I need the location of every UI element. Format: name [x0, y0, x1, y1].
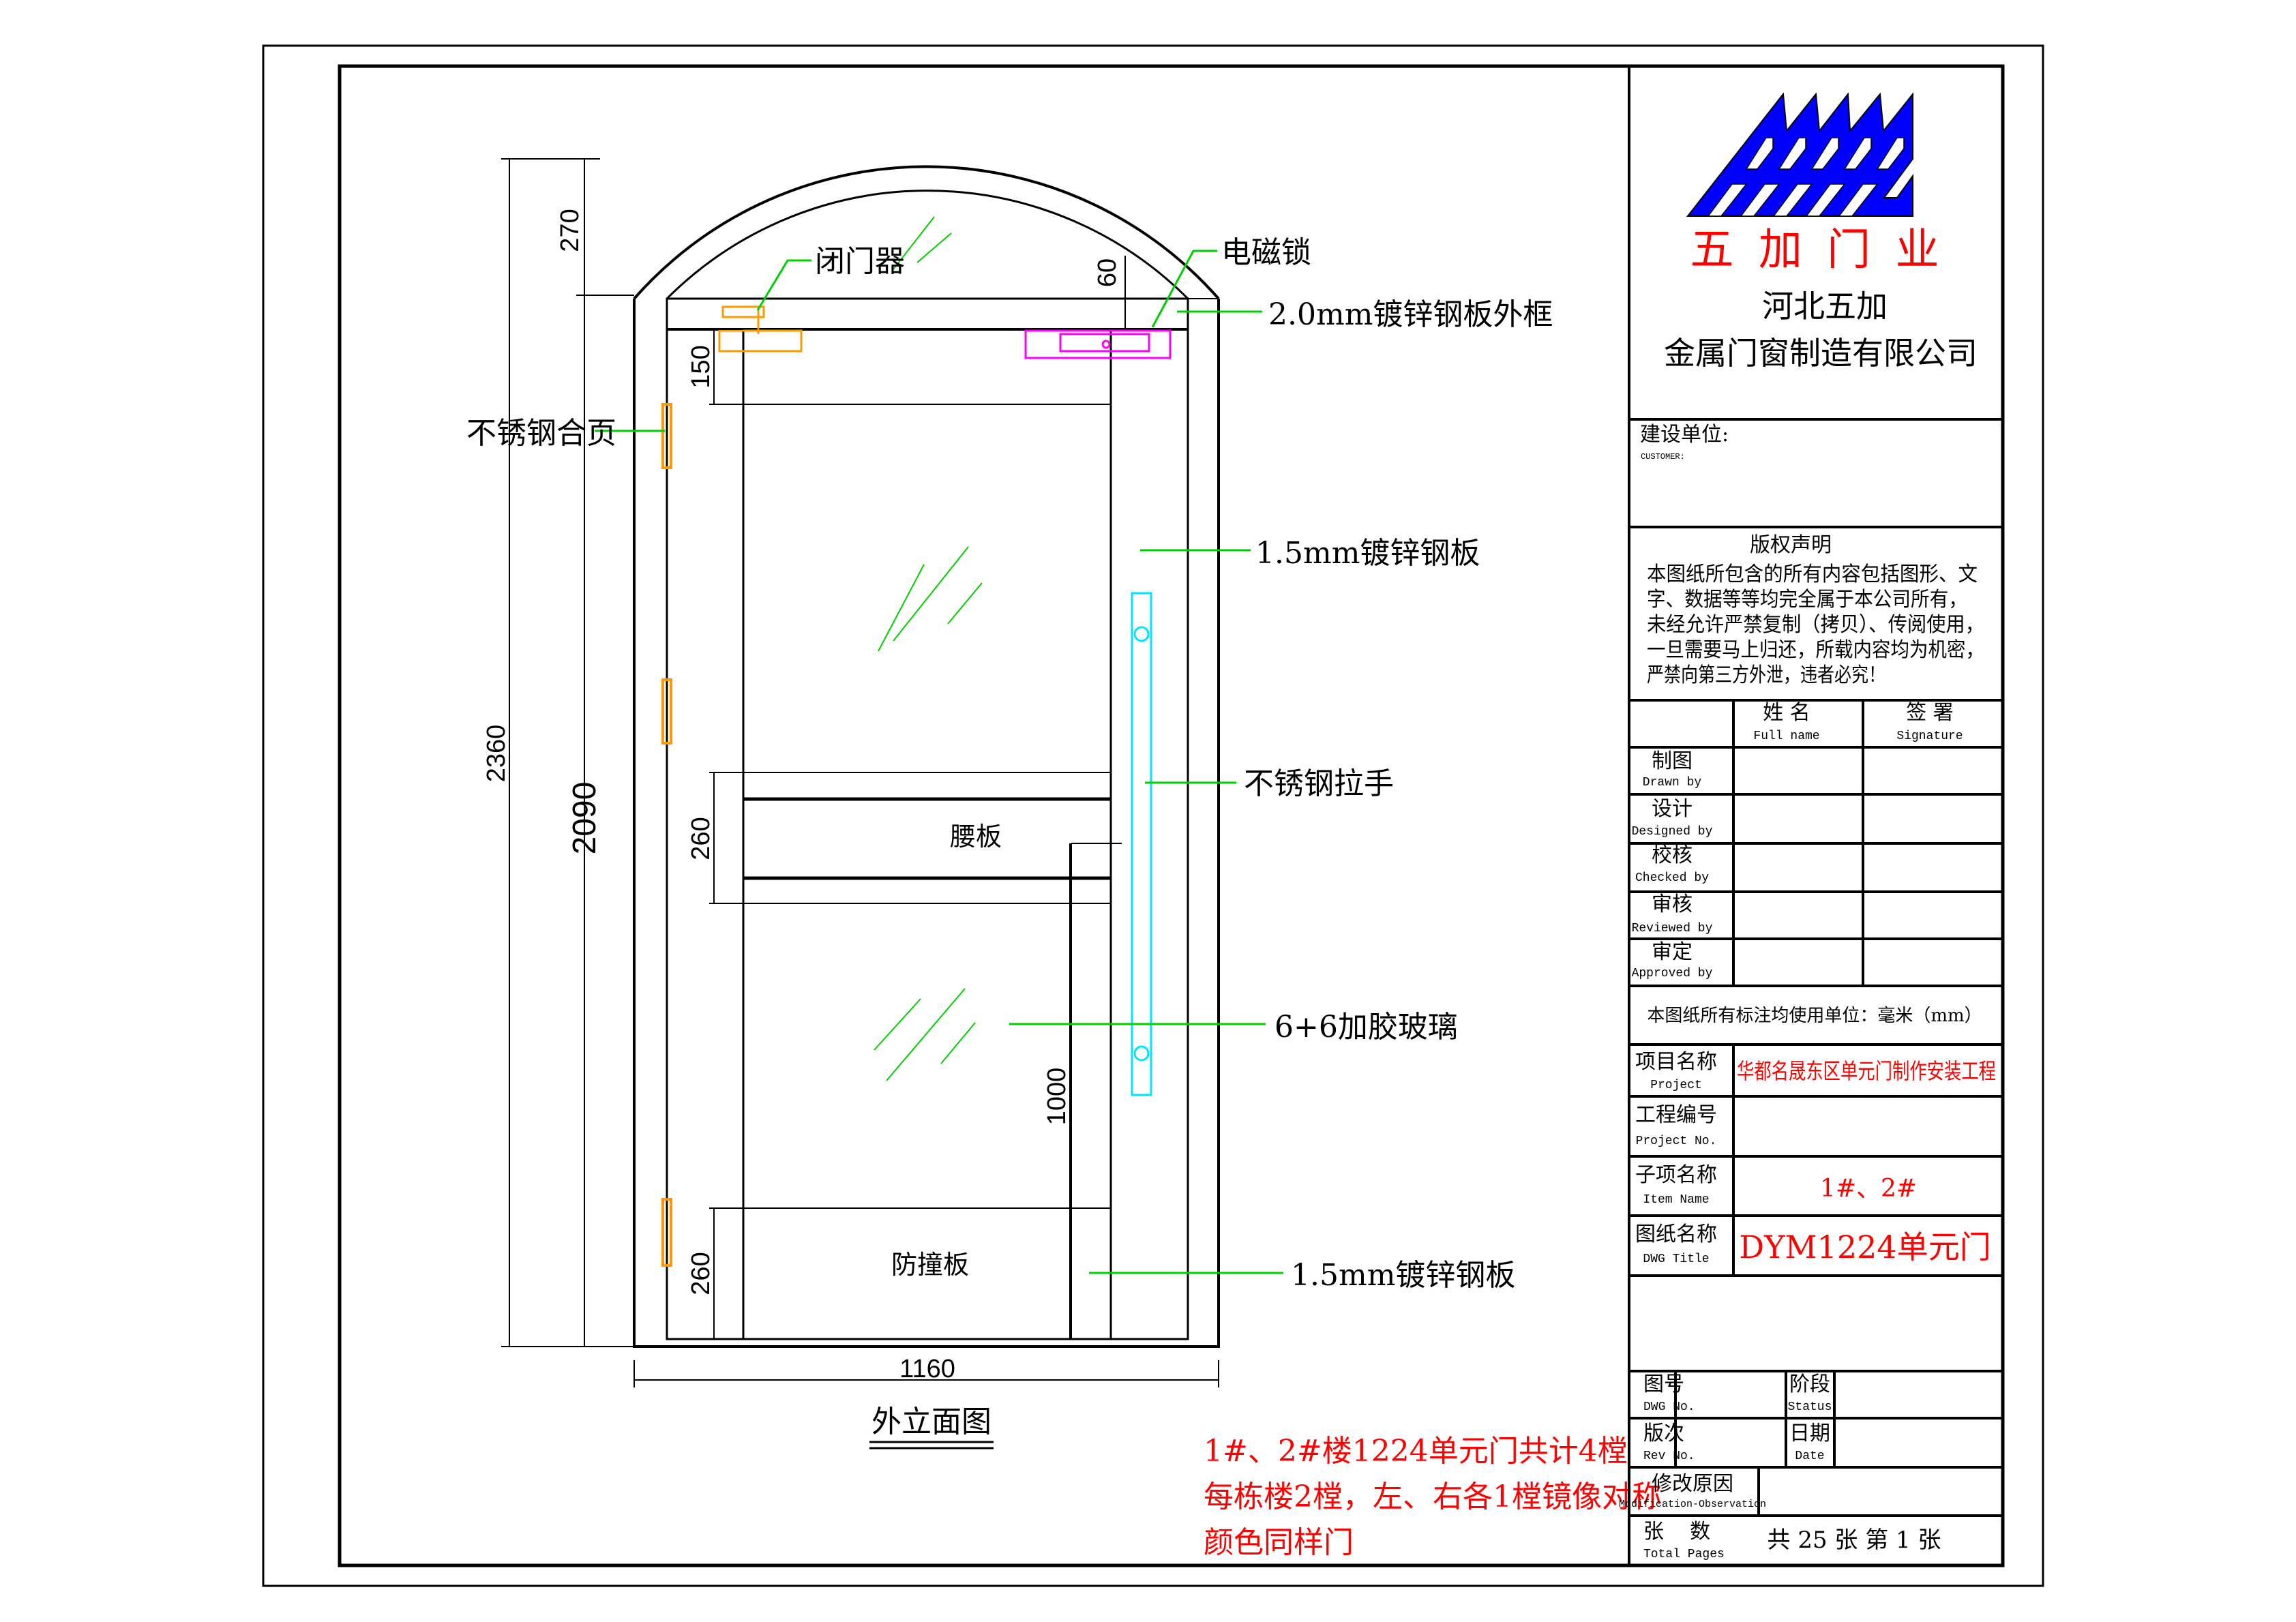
role-drawn: 制图	[1652, 749, 1693, 773]
pull-handle	[1131, 592, 1152, 1096]
name-header: 姓 名	[1763, 701, 1810, 725]
name-header-en: Full name	[1753, 730, 1819, 743]
project-no-label: 工程编号	[1635, 1103, 1717, 1127]
rev-label-en: Rev No.	[1643, 1450, 1695, 1463]
glass-hatch-upper	[878, 546, 983, 652]
dimension-lines	[501, 158, 1219, 1387]
dim-lock-gap: 60	[1093, 258, 1122, 287]
modification-label: 修改原因	[1652, 1472, 1733, 1496]
copyright-line: 未经允许严禁复制（拷贝）、传阅使用，	[1647, 613, 1984, 637]
label-glass: 6+6加胶玻璃	[1274, 1010, 1458, 1045]
role-designed-en: Designed by	[1632, 825, 1713, 839]
glass-hatch-arch	[893, 216, 952, 270]
item-label-en: Item Name	[1643, 1193, 1709, 1207]
dwg-no-label: 图号	[1643, 1372, 1684, 1396]
label-hinge: 不锈钢合页	[466, 416, 616, 451]
total-pages-value: 共 25 张 第 1 张	[1768, 1527, 1941, 1554]
dim-width: 1160	[899, 1355, 955, 1383]
copyright-line: 一旦需要马上归还，所载内容均为机密，	[1647, 638, 1984, 662]
role-approved-en: Approved by	[1632, 967, 1713, 980]
door-closer	[718, 305, 803, 352]
project-label-en: Project	[1650, 1079, 1702, 1092]
label-lower-steel-plate: 1.5mm镀锌钢板	[1291, 1258, 1515, 1293]
door-frame-inner	[666, 297, 1189, 1340]
dim-kick-plate: 260	[687, 1252, 715, 1295]
project-no-label-en: Project No.	[1636, 1135, 1717, 1148]
role-checked-en: Checked by	[1635, 871, 1709, 885]
leader-lines	[595, 250, 1283, 1274]
magnetic-lock	[1024, 329, 1172, 359]
dwg-title-label: 图纸名称	[1635, 1222, 1717, 1246]
dim-top-rail: 150	[687, 345, 715, 388]
label-kick-plate: 防撞板	[891, 1250, 969, 1280]
status-label: 阶段	[1789, 1372, 1830, 1396]
modification-label-en: Modification-Observation	[1619, 1499, 1766, 1510]
role-designed: 设计	[1652, 797, 1693, 821]
item-value: 1#、2#	[1820, 1175, 1917, 1203]
copyright-title: 版权声明	[1750, 533, 1832, 557]
door-elevation: 270 2360 2090 150 260 260 1000 60 1160 闭…	[466, 158, 1662, 1560]
hinge-top	[661, 403, 672, 469]
customer-label-en: CUSTOMER:	[1641, 452, 1685, 462]
door-leaf	[742, 328, 1112, 1340]
dim-arch-height: 270	[556, 209, 584, 252]
dwg-no-label-en: DWG No.	[1643, 1400, 1695, 1414]
date-label: 日期	[1789, 1422, 1830, 1445]
project-label: 项目名称	[1635, 1050, 1717, 1074]
hinge-bottom	[661, 1198, 672, 1267]
project-value: 华都名晟东区单元门制作安装工程	[1737, 1058, 1996, 1084]
label-waist-panel: 腰板	[950, 822, 1002, 852]
role-reviewed: 审核	[1652, 892, 1693, 916]
total-pages-label: 张 数	[1643, 1520, 1710, 1544]
signature-header-en: Signature	[1896, 730, 1963, 743]
role-reviewed-en: Reviewed by	[1632, 922, 1713, 935]
door-arch-outer	[633, 165, 1220, 300]
company-name-line1: 河北五加	[1762, 288, 1888, 325]
door-frame-outer	[633, 299, 1220, 1348]
title-block: 五 加 门 业 河北五加 金属门窗制造有限公司 建设单位: CUSTOMER: …	[1619, 66, 2003, 1565]
view-title: 外立面图	[871, 1405, 992, 1439]
dim-frame-height: 2090	[567, 782, 603, 855]
label-door-closer: 闭门器	[815, 244, 905, 279]
copyright-line: 字、数据等等均完全属于本公司所有，	[1647, 588, 1967, 612]
dim-total-height: 2360	[482, 725, 511, 783]
copyright-line: 严禁向第三方外泄，违者必究！	[1647, 663, 1885, 687]
door-arch-inner	[666, 190, 1189, 300]
dim-handle-height: 1000	[1043, 1068, 1071, 1126]
hinge-middle	[661, 678, 672, 745]
status-label-en: Status	[1788, 1400, 1832, 1414]
dwg-title-value: DYM1224单元门	[1739, 1229, 1991, 1265]
company-name-line2: 金属门窗制造有限公司	[1664, 335, 1978, 372]
svg-text:五 加 门 业: 五 加 门 业	[1690, 225, 1944, 275]
label-pull-handle: 不锈钢拉手	[1244, 766, 1394, 801]
note-line-3: 颜色同样门	[1204, 1525, 1354, 1560]
item-label: 子项名称	[1635, 1163, 1717, 1187]
note-line-2: 每栋楼2樘，左、右各1樘镜像对称	[1204, 1480, 1662, 1514]
units-note: 本图纸所有标注均使用单位：毫米（mm）	[1647, 1006, 1982, 1026]
total-pages-label-en: Total Pages	[1643, 1548, 1725, 1561]
label-magnetic-lock: 电磁锁	[1221, 235, 1311, 270]
rev-label: 版次	[1643, 1422, 1684, 1445]
role-approved: 审定	[1652, 940, 1693, 964]
inner-frame	[338, 64, 2005, 1567]
role-drawn-en: Drawn by	[1643, 776, 1702, 790]
label-outer-frame: 2.0mm镀锌钢板外框	[1268, 297, 1553, 332]
label-upper-steel-plate: 1.5mm镀锌钢板	[1255, 536, 1480, 571]
date-label-en: Date	[1795, 1450, 1824, 1463]
dim-waist-panel: 260	[687, 817, 715, 860]
glass-hatch-lower	[874, 988, 976, 1081]
outer-border	[262, 44, 2044, 1587]
dwg-title-label-en: DWG Title	[1643, 1252, 1709, 1266]
company-logo: 五 加 门 业	[1686, 92, 1944, 275]
note-line-1: 1#、2#楼1224单元门共计4樘	[1204, 1434, 1628, 1469]
signature-header: 签 署	[1906, 701, 1954, 725]
customer-label: 建设单位:	[1640, 423, 1729, 447]
copyright-line: 本图纸所包含的所有内容包括图形、文	[1647, 562, 1978, 586]
role-checked: 校核	[1652, 843, 1693, 867]
